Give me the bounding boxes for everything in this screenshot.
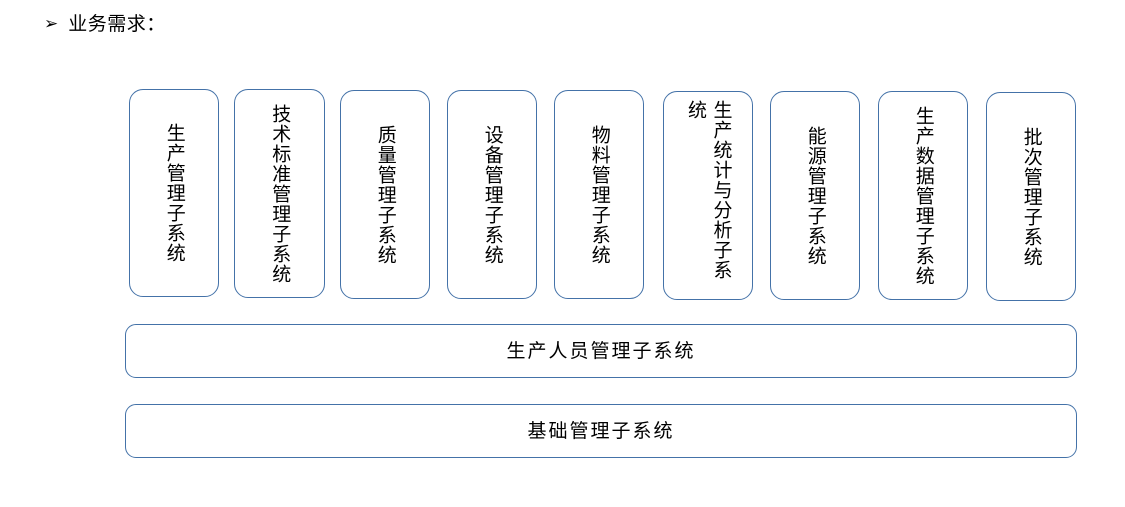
subsystem-card-label: 能源管理子系统 bbox=[804, 125, 827, 266]
subsystem-card-label: 生产统计与分析子系统 bbox=[685, 99, 733, 280]
subsystem-card-label: 生产数据管理子系统 bbox=[912, 105, 935, 286]
bullet-heading: ➢ 业务需求： bbox=[44, 15, 166, 34]
subsystem-card-2[interactable]: 技术标准管理子系统 bbox=[234, 89, 325, 298]
subsystem-card-7[interactable]: 能源管理子系统 bbox=[770, 91, 860, 300]
subsystem-card-label: 质量管理子系统 bbox=[374, 124, 397, 265]
subsystem-card-4[interactable]: 设备管理子系统 bbox=[447, 90, 537, 299]
subsystem-card-6[interactable]: 生产统计与分析子系统 bbox=[663, 91, 753, 300]
subsystem-card-5[interactable]: 物料管理子系统 bbox=[554, 90, 644, 299]
arrow-bullet-icon: ➢ bbox=[44, 14, 59, 34]
subsystem-card-label: 技术标准管理子系统 bbox=[269, 103, 292, 284]
subsystem-card-label: 设备管理子系统 bbox=[481, 124, 504, 265]
subsystem-card-1[interactable]: 生产管理子系统 bbox=[129, 89, 219, 297]
subsystem-card-label: 物料管理子系统 bbox=[588, 124, 611, 265]
platform-bar-label: 生产人员管理子系统 bbox=[506, 339, 696, 362]
page-title: 业务需求： bbox=[68, 13, 166, 35]
platform-bar-label: 基础管理子系统 bbox=[527, 419, 675, 442]
subsystem-card-8[interactable]: 生产数据管理子系统 bbox=[878, 91, 968, 300]
subsystem-card-3[interactable]: 质量管理子系统 bbox=[340, 90, 430, 299]
subsystem-card-label: 生产管理子系统 bbox=[163, 123, 186, 263]
subsystem-card-9[interactable]: 批次管理子系统 bbox=[986, 92, 1076, 301]
platform-bar-2[interactable]: 基础管理子系统 bbox=[125, 404, 1077, 458]
platform-bar-1[interactable]: 生产人员管理子系统 bbox=[125, 324, 1077, 378]
subsystem-card-label: 批次管理子系统 bbox=[1020, 126, 1043, 267]
